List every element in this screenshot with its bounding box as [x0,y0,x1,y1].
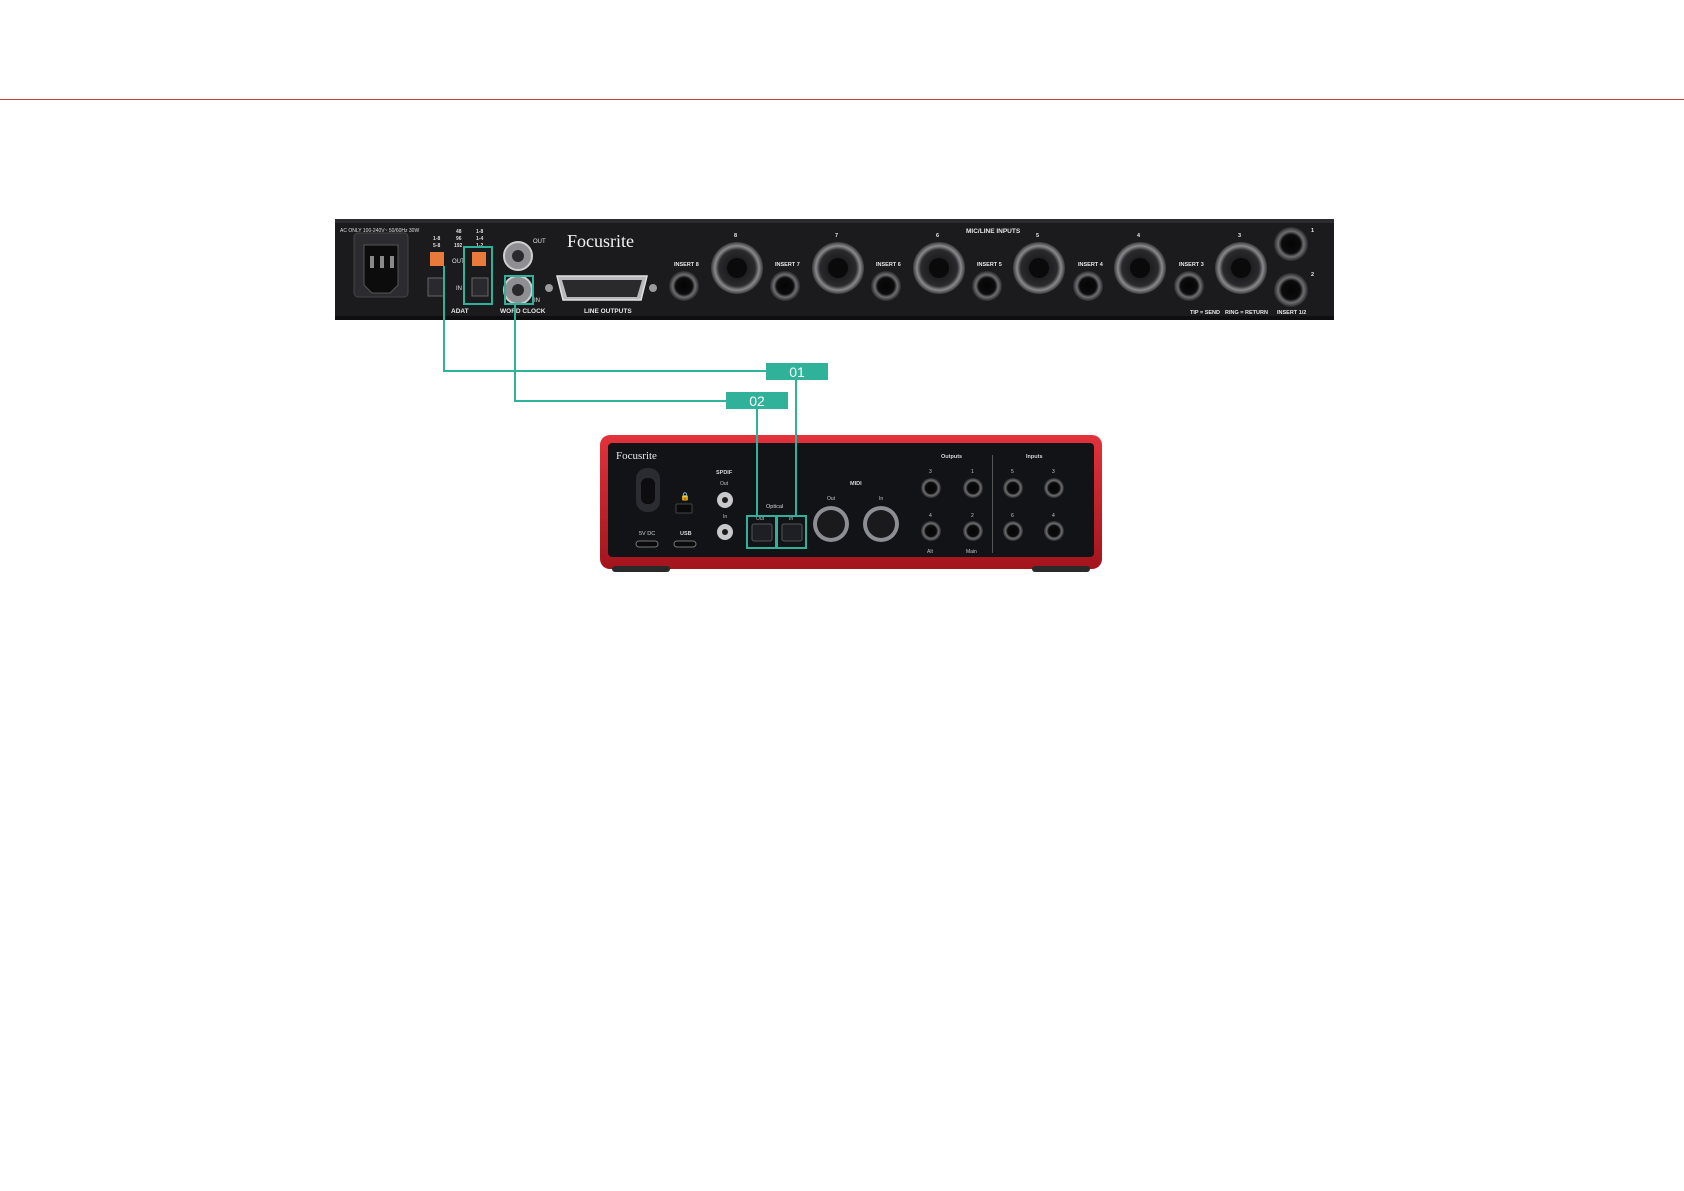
xlr-number-8: 8 [734,233,737,239]
adat-rate-48: 48 [456,229,462,235]
spdif-in-label: In [723,514,727,520]
input-jack-2 [1274,273,1308,307]
adat-left-2: 5-8 [433,243,440,249]
main-label: Main [966,549,977,555]
xlr-number-5: 5 [1036,233,1039,239]
power-switch [636,468,660,512]
wordclock-in-label: IN [534,298,540,304]
in-num-5: 5 [1011,469,1014,475]
adat-label: ADAT [451,308,469,315]
in-num-3: 3 [1052,469,1055,475]
adat-in-port-1 [428,278,444,296]
insert-jack-4 [1073,271,1103,301]
out-num-1: 1 [971,469,974,475]
xlr-number-3: 3 [1238,233,1241,239]
outputs-label: Outputs [941,454,962,460]
adat-right-0: 1-8 [476,229,483,235]
insert-label-4: INSERT 4 [1078,262,1104,268]
ring-return-label: RING = RETURN [1225,310,1268,316]
insert-label-3: INSERT 3 [1179,262,1204,268]
optical-out-port [752,524,772,541]
input-jack-3 [1044,478,1064,498]
callout-01-label: 01 [789,364,805,380]
callout-01: 01 [766,363,828,380]
midi-in-label: In [879,496,883,502]
rack-brand: Focusrite [567,231,634,251]
usb-c-port [674,541,696,547]
in-num-6: 6 [1011,513,1014,519]
input-jack-5 [1003,478,1023,498]
output-jack-1 [963,478,983,498]
xlr-number-7: 7 [835,233,838,239]
insert-label-5: INSERT 5 [977,262,1002,268]
kensington-slot [676,504,692,513]
adat-in-port-2 [472,278,488,296]
spdif-label: SPDIF [716,470,733,476]
adat-rate-192: 192 [454,243,463,249]
callout-02: 02 [726,392,788,409]
mic-line-inputs-label: MIC/LINE INPUTS [966,228,1021,235]
power-label: AC ONLY 100-240V~ 50/60Hz 30W [340,228,419,234]
input-jack-1 [1274,227,1308,261]
adat-out-port-2 [472,252,486,266]
optical-label: Optical [766,504,783,510]
usb-label: USB [680,531,692,537]
adat-in-label: IN [456,286,462,292]
adat-left-1: 1-8 [433,236,440,242]
ch1-number: 1 [1311,228,1314,234]
in-num-4: 4 [1052,513,1055,519]
insert-jack-5 [972,271,1002,301]
audio-interface: Focusrite 🔒 5V DC USB SPDIF Out In Optic… [600,435,1102,572]
input-jack-4 [1044,521,1064,541]
wordclock-label: WORD CLOCK [500,308,546,315]
out-num-2: 2 [971,513,974,519]
dc-label: 5V DC [639,531,655,537]
spdif-out-label: Out [720,481,729,487]
out-num-4: 4 [929,513,932,519]
insert-jack-7 [770,271,800,301]
xlr-number-6: 6 [936,233,939,239]
io-divider [992,455,993,553]
adat-right-1: 1-4 [476,236,483,242]
insert-label-8: INSERT 8 [674,262,699,268]
interface-brand: Focusrite [616,450,657,462]
adat-rate-96: 96 [456,236,462,242]
insert-jack-6 [871,271,901,301]
input-jack-6 [1003,521,1023,541]
callout-02-label: 02 [749,393,765,409]
insert-label-6: INSERT 6 [876,262,901,268]
insert-jack-8 [669,271,699,301]
adat-out-port-1 [430,252,444,266]
inputs-label: Inputs [1026,454,1043,460]
alt-label: Alt [927,549,933,555]
lock-icon: 🔒 [680,492,690,501]
output-jack-2 [963,521,983,541]
wordclock-out-label: OUT [533,239,546,245]
out-num-3: 3 [929,469,932,475]
insert-12-label: INSERT 1/2 [1277,310,1306,316]
power-inlet [354,233,408,297]
dc-port [636,541,658,547]
midi-label: MIDI [850,481,862,487]
ch2-number: 2 [1311,272,1314,278]
tip-send-label: TIP = SEND [1190,310,1220,316]
midi-out-label: Out [827,496,836,502]
output-jack-3 [921,478,941,498]
output-jack-4 [921,521,941,541]
line-outputs-label: LINE OUTPUTS [584,308,632,315]
line-outputs-db25 [545,276,657,300]
insert-jack-3 [1174,271,1204,301]
insert-label-7: INSERT 7 [775,262,800,268]
optical-in-port [782,524,802,541]
